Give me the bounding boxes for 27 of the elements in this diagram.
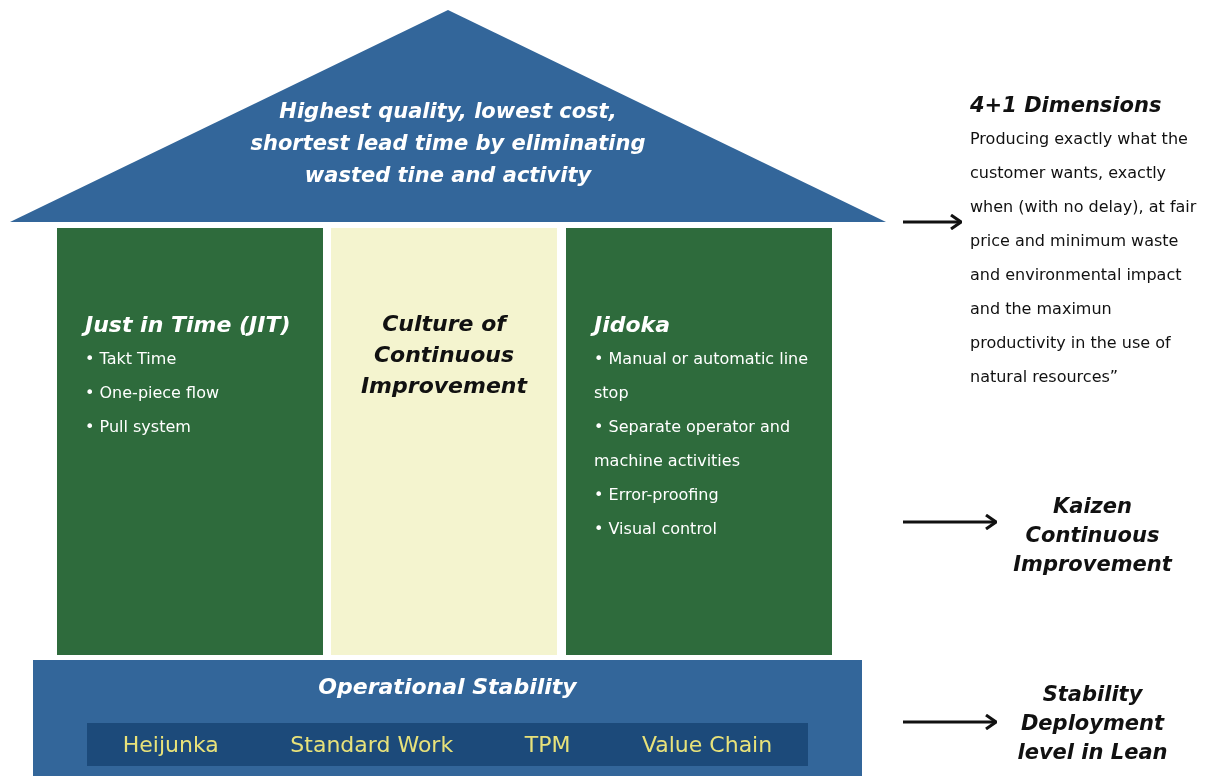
bullet-item: • Error-proofing [594,484,720,506]
bullet-item: • Manual or automatic line stop [594,348,810,404]
arrow [903,513,998,531]
side-heading: Kaizen Continuous Improvement [1012,493,1174,578]
roof-triangle [10,10,886,222]
arrow [903,713,998,731]
foundation-item: TPM [524,732,571,757]
pillar-heading: Culture of Continuous Improvement [359,310,529,400]
center-pillar-panel [331,228,557,655]
side-heading: Stability Deployment level in Lean [1016,681,1169,766]
side-paragraph: Producing exactly what the customer wants, exactly when (with no delay), at fair price and minimum waste and environmental impact and the maximun productivity in the use of natural resources” [969,128,1198,388]
foundation-band [87,723,808,766]
foundation-item: Value Chain [641,732,773,757]
roof-text: Highest quality, lowest cost, shortest lead time by eliminating wasted tine and activity [249,98,647,189]
bullet-item: • Separate operator and machine activities [594,416,792,472]
bullet-item: • Visual control [594,518,718,540]
foundation-heading: Operational Stability [317,674,578,699]
foundation-item: Heijunka [122,732,219,757]
bullet-item: • Takt Time [85,348,178,370]
foundation-item: Standard Work [290,732,454,757]
foundation-panel [33,660,862,776]
arrow [903,213,963,231]
bullet-item: • One-piece flow [85,382,220,404]
pillar-panel [566,228,832,655]
pillar-panel [57,228,323,655]
bullet-item: • Pull system [85,416,192,438]
side-heading: 4+1 Dimensions [969,92,1163,119]
